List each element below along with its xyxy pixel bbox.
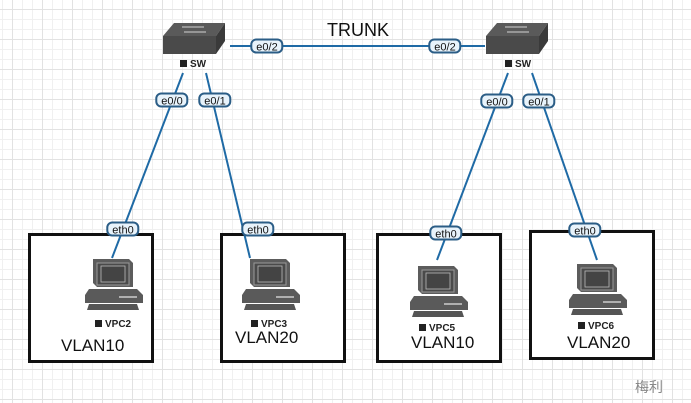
pc-label-vpc2: VPC2 [95, 319, 131, 330]
switch-label-right: SW [505, 59, 531, 70]
pc-label-vpc5: VPC5 [419, 323, 455, 334]
vlan-label-vpc3: VLAN20 [235, 328, 299, 347]
pc-icon[interactable] [567, 262, 627, 316]
trunk-label: TRUNK [327, 20, 389, 40]
switch-label-left: SW [180, 59, 206, 70]
port-vpc6-eth0[interactable]: eth0 [568, 222, 602, 238]
port-left-e0-2[interactable]: e0/2 [250, 38, 284, 54]
port-right-e0-2[interactable]: e0/2 [428, 38, 462, 54]
pc-label-vpc3: VPC3 [251, 319, 287, 330]
pc-icon[interactable] [83, 257, 143, 311]
port-vpc2-eth0[interactable]: eth0 [106, 221, 140, 237]
vlan-label-vpc6: VLAN20 [567, 333, 631, 352]
port-vpc3-eth0[interactable]: eth0 [241, 221, 275, 237]
pc-icon[interactable] [408, 264, 468, 318]
switch-icon[interactable] [162, 22, 226, 56]
vlan-label-vpc2: VLAN10 [61, 336, 125, 355]
port-vpc5-eth0[interactable]: eth0 [429, 225, 463, 241]
port-right-e0-1[interactable]: e0/1 [522, 93, 556, 109]
watermark: 梅利 [635, 379, 663, 395]
vlan-label-vpc5: VLAN10 [411, 333, 475, 352]
pc-icon[interactable] [240, 257, 300, 311]
port-left-e0-0[interactable]: e0/0 [155, 92, 189, 108]
port-right-e0-0[interactable]: e0/0 [480, 93, 514, 109]
port-left-e0-1[interactable]: e0/1 [198, 92, 232, 108]
switch-icon[interactable] [485, 22, 549, 56]
pc-label-vpc6: VPC6 [578, 321, 614, 332]
